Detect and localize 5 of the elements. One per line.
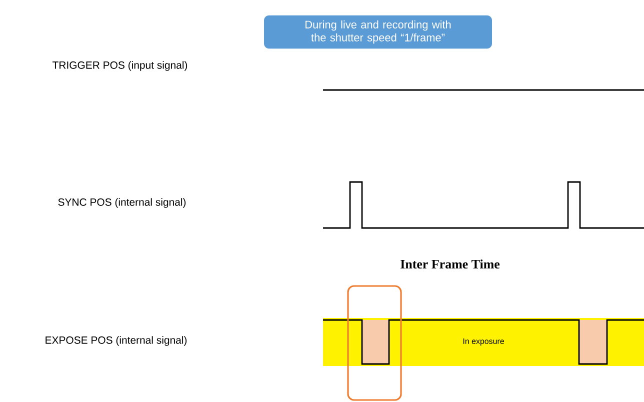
note-box: During live and recording with the shutter speed “1/frame” [264, 15, 492, 49]
signal-name: TRIGGER POS (input signal) [52, 61, 188, 71]
signal-name: EXPOSE POS (internal signal) [46, 336, 187, 346]
interval-label: Inter Frame Time [400, 259, 500, 269]
signal-name: SYNC POS (internal signal) [58, 198, 186, 208]
